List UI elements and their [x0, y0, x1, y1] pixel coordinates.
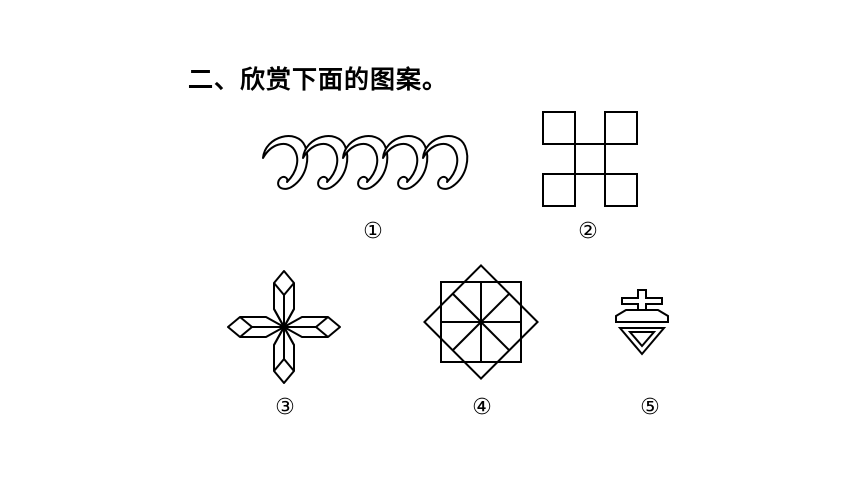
exercise-heading: 二、欣赏下面的图案。	[188, 65, 449, 94]
pattern-5-emblem	[614, 288, 670, 356]
square-bottom-right	[605, 174, 637, 206]
pattern-4-pinwheel	[425, 266, 537, 378]
curl-shape-5	[422, 135, 469, 190]
curl-shape-3	[342, 135, 389, 190]
square-top-right	[605, 112, 637, 144]
curl-shape-1	[262, 135, 309, 190]
curl-shape-2	[302, 135, 349, 190]
pattern-1-curls	[262, 135, 469, 190]
pattern-3-label: ③	[275, 395, 295, 420]
pattern-1-label: ①	[363, 219, 383, 244]
square-bottom-left	[543, 174, 575, 206]
pattern-4-label: ④	[472, 395, 492, 420]
pattern-3-cross	[228, 271, 340, 383]
curl-shape-4	[382, 135, 429, 190]
pattern-2-label: ②	[578, 219, 598, 244]
square-top-left	[543, 112, 575, 144]
pattern-5-label: ⑤	[640, 395, 660, 420]
pattern-2-squares	[542, 111, 638, 207]
